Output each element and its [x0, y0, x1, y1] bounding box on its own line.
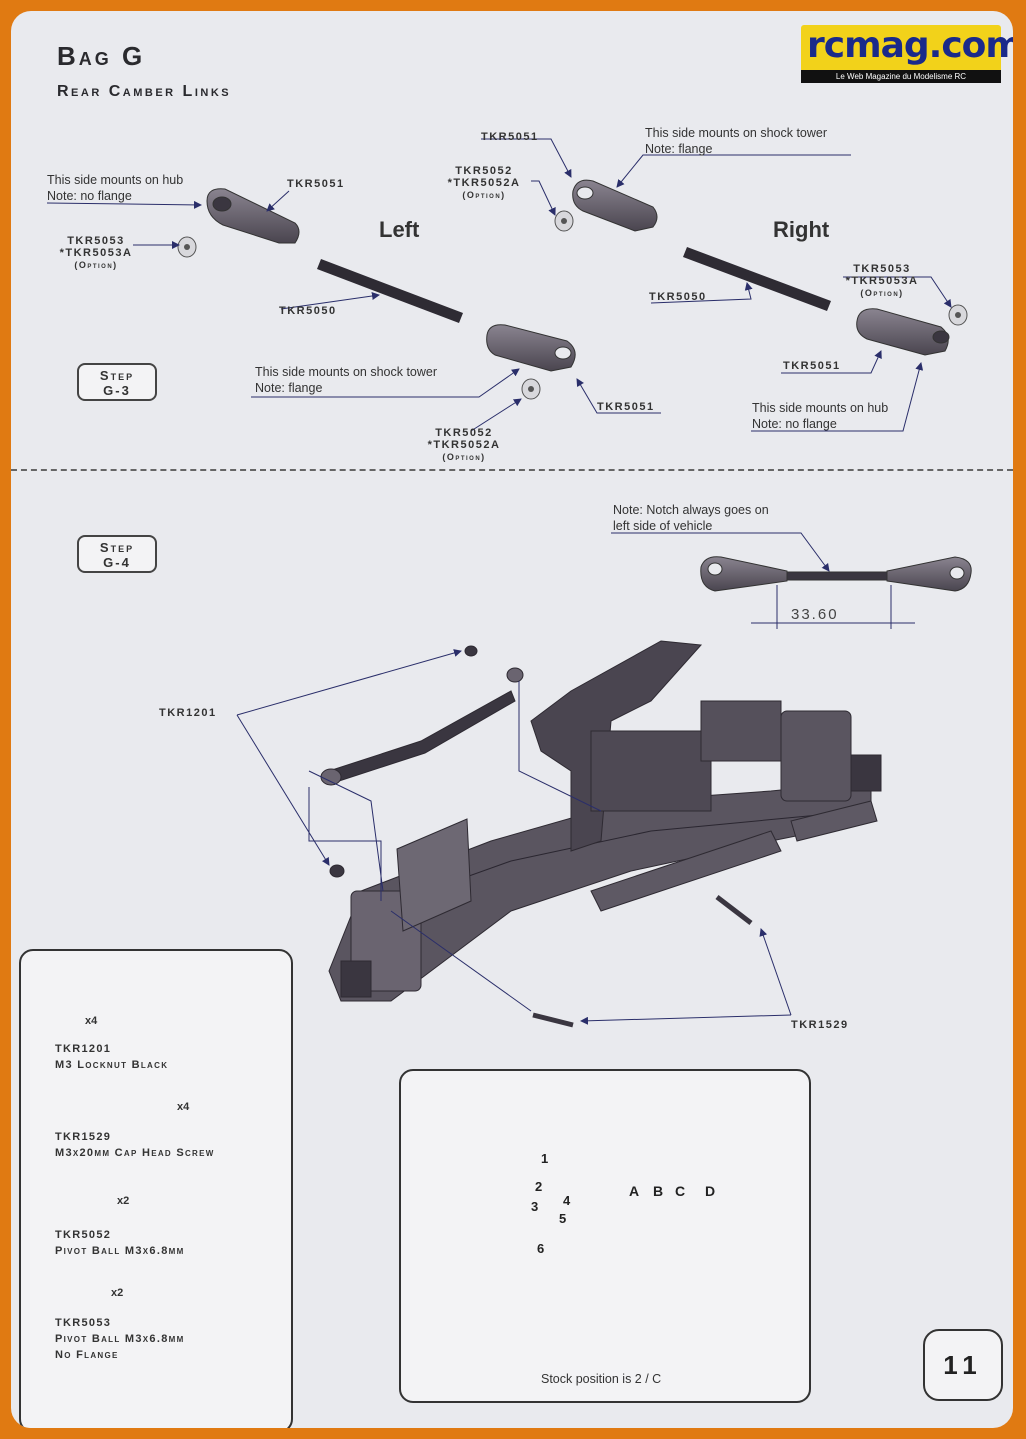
note-tower-line1: This side mounts on shock tower — [255, 365, 438, 379]
page-title: Bag G — [57, 41, 146, 71]
label-tkr5051-left-top: TKR5051 — [287, 178, 345, 190]
hole-letter-d: D — [705, 1183, 716, 1199]
label-option: (Option) — [860, 288, 904, 298]
page-subtitle: Rear Camber Links — [57, 83, 232, 100]
rcmag-logo[interactable]: rcmag.com Le Web Magazine du Modelisme R… — [801, 25, 1013, 83]
dimension-label: 33.60 — [791, 606, 839, 623]
step-g4-id: G-4 — [103, 555, 131, 570]
hole-number-6: 6 — [537, 1241, 545, 1256]
label-tkr5053: TKR5053 — [853, 263, 911, 275]
legend-desc: Pivot Ball M3x6.8mm — [55, 1333, 185, 1345]
label-tkr5052: TKR5052 — [455, 165, 513, 177]
label-tkr5050-right: TKR5050 — [649, 291, 707, 303]
legend-qty-2: x4 — [177, 1101, 190, 1113]
label-tkr5053-left: TKR5053 *TKR5053A (Option) — [55, 235, 137, 271]
legend-item-tkr1201: TKR1201 M3 Locknut Black — [55, 1041, 168, 1073]
notch-note-line1: Note: Notch always goes on — [613, 503, 769, 517]
label-tkr5052-right: TKR5052 *TKR5052A (Option) — [439, 165, 529, 201]
note-left-hub: This side mounts on hub Note: no flange — [47, 172, 183, 204]
turnbuckle-left — [317, 259, 463, 323]
notch-note-line2: left side of vehicle — [613, 519, 713, 533]
step-g4-label: Step — [99, 540, 135, 555]
label-tkr5051-left-bottom: TKR5051 — [597, 401, 655, 413]
label-tkr5053: TKR5053 — [67, 235, 125, 247]
note-left-tower: This side mounts on shock tower Note: fl… — [255, 364, 437, 396]
pivot-ball-right-tower — [554, 210, 574, 232]
legend-desc: M3 Locknut Black — [55, 1059, 169, 1071]
hole-letter-c: C — [675, 1183, 686, 1199]
note-right-tower: This side mounts on shock tower Note: fl… — [645, 125, 827, 157]
legend-desc: M3x20mm Cap Head Screw — [55, 1147, 215, 1159]
label-tkr5052a: *TKR5052A — [447, 177, 521, 189]
label-tkr5052a: *TKR5052A — [427, 439, 501, 451]
manual-page: Bag G Rear Camber Links rcmag.com Le Web… — [11, 11, 1013, 1428]
legend-part: TKR5052 — [55, 1229, 112, 1241]
legend-part: TKR5053 — [55, 1317, 112, 1329]
note-hub-line2: Note: no flange — [47, 189, 132, 203]
note-right-hub: This side mounts on hub Note: no flange — [752, 400, 888, 432]
label-tkr5051-right-top: TKR5051 — [481, 131, 539, 143]
parts-legend — [19, 949, 293, 1428]
legend-part: TKR1201 — [55, 1043, 112, 1055]
label-option: (Option) — [442, 452, 486, 462]
hole-letter-b: B — [653, 1183, 664, 1199]
left-heading: Left — [379, 217, 420, 242]
note-hub-line2: Note: no flange — [752, 417, 837, 431]
pivot-ball-left-hub — [177, 236, 197, 258]
position-inset — [399, 1069, 811, 1403]
label-tkr5051-right-bottom: TKR5051 — [783, 360, 841, 372]
rod-end-right-tower — [572, 179, 658, 232]
step-g3-badge: Step G-3 — [77, 363, 157, 401]
notch-note: Note: Notch always goes on left side of … — [613, 502, 769, 534]
step-g3-id: G-3 — [103, 383, 131, 398]
legend-item-tkr5052: TKR5052 Pivot Ball M3x6.8mm — [55, 1227, 185, 1259]
legend-qty-3: x2 — [117, 1195, 130, 1207]
page-number: 11 — [923, 1329, 1003, 1401]
label-option: (Option) — [462, 190, 506, 200]
label-tkr5050-left: TKR5050 — [279, 305, 337, 317]
hole-number-3: 3 — [531, 1199, 539, 1214]
legend-item-tkr1529: TKR1529 M3x20mm Cap Head Screw — [55, 1129, 215, 1161]
legend-item-tkr5053: TKR5053 Pivot Ball M3x6.8mm No Flange — [55, 1315, 185, 1363]
inset-caption: Stock position is 2 / C — [541, 1372, 662, 1386]
pivot-ball-left-tower — [521, 378, 541, 400]
camber-link-detail — [700, 556, 972, 592]
rod-end-right-hub — [856, 308, 950, 356]
step-g3-label: Step — [99, 368, 135, 383]
note-tower-line2: Note: flange — [255, 381, 323, 395]
label-tkr5053a: *TKR5053A — [59, 247, 133, 259]
legend-qty-1: x4 — [85, 1015, 98, 1027]
hole-number-1: 1 — [541, 1151, 549, 1166]
logo-text: rcmag.com — [807, 25, 1013, 66]
label-tkr1529: TKR1529 — [791, 1019, 849, 1031]
right-heading: Right — [773, 217, 830, 242]
label-tkr5052: TKR5052 — [435, 427, 493, 439]
hole-letter-a: A — [629, 1183, 640, 1199]
note-hub-line1: This side mounts on hub — [47, 173, 184, 187]
turnbuckle-right — [683, 247, 831, 311]
label-tkr5052-left: TKR5052 *TKR5052A (Option) — [419, 427, 509, 463]
step-g4-badge: Step G-4 — [77, 535, 157, 573]
chassis-assembly — [320, 640, 882, 1028]
note-tower-line2: Note: flange — [645, 142, 713, 156]
logo-tagline: Le Web Magazine du Modelisme RC — [801, 70, 1001, 83]
label-tkr5053a: *TKR5053A — [845, 275, 919, 287]
legend-part: TKR1529 — [55, 1131, 112, 1143]
rod-end-left-hub — [206, 188, 300, 244]
legend-qty-4: x2 — [111, 1287, 124, 1299]
note-hub-line1: This side mounts on hub — [752, 401, 889, 415]
legend-desc2: No Flange — [55, 1349, 119, 1361]
label-tkr5053-right: TKR5053 *TKR5053A (Option) — [839, 263, 925, 299]
legend-desc: Pivot Ball M3x6.8mm — [55, 1245, 185, 1257]
hole-number-4: 4 — [563, 1193, 571, 1208]
section-divider — [11, 469, 1013, 471]
pivot-ball-right-hub — [948, 304, 968, 326]
hole-number-5: 5 — [559, 1211, 567, 1226]
note-tower-line1: This side mounts on shock tower — [645, 126, 828, 140]
label-option: (Option) — [74, 260, 118, 270]
rod-end-left-tower — [486, 324, 576, 372]
label-tkr1201: TKR1201 — [159, 707, 217, 719]
hole-number-2: 2 — [535, 1179, 543, 1194]
